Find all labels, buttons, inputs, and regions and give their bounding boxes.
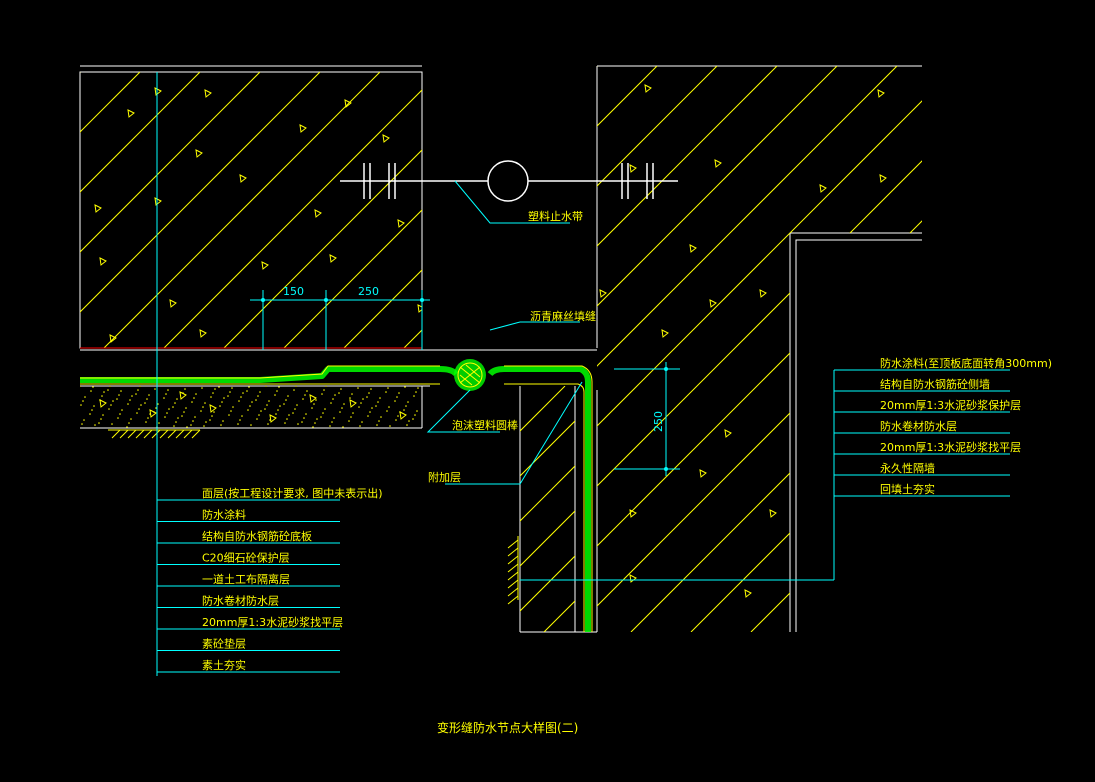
aggregate-mark (699, 469, 707, 478)
right-callout-label: 防水涂料(至顶板底面转角300mm) (880, 356, 1052, 370)
aggregate-mark (261, 261, 269, 270)
membrane-edge-2 (80, 383, 585, 632)
membrane-edge (80, 365, 593, 632)
label-foam-rod: 泡沫塑料圆棒 (452, 418, 518, 432)
slab-aggregate (80, 386, 419, 428)
right-callout-label: 永久性隔墙 (880, 461, 935, 475)
aggregate-mark (195, 149, 203, 158)
soil-hatch (108, 429, 201, 439)
right-callouts: 防水涂料(至顶板底面转角300mm) 结构自防水钢筋砼侧墙 20mm厚1:3水泥砂浆… (834, 356, 1052, 497)
right-wall-section (596, 65, 922, 632)
dimension-250: 250 (358, 285, 379, 298)
right-callout-label: 回填土夯实 (880, 482, 935, 496)
left-callout-label: 一道土工布隔离层 (202, 572, 290, 586)
foam-rod-hatch (459, 364, 481, 386)
left-callout-label: C20细石砼保护层 (202, 551, 290, 565)
aggregate-mark (204, 89, 212, 98)
label-sealant: 沥青麻丝填缝 (530, 309, 596, 323)
left-callout-label: 20mm厚1:3水泥砂浆找平层 (202, 615, 343, 629)
aggregate-mark (879, 174, 887, 183)
aggregate-mark (99, 257, 107, 266)
aggregate-mark (94, 204, 102, 213)
aggregate-mark (599, 289, 607, 298)
right-callout-label: 结构自防水钢筋砼侧墙 (880, 377, 990, 391)
right-wall-hatch (597, 66, 922, 632)
aggregate-mark (299, 124, 307, 133)
left-callout-label: 防水卷材防水层 (202, 594, 279, 608)
aggregate-mark (209, 404, 217, 413)
waterstop (340, 160, 678, 202)
dimension-150: 150 (283, 285, 304, 298)
left-callout-label: 结构自防水钢筋砼底板 (202, 529, 312, 543)
aggregate-mark (644, 84, 652, 93)
dimension-250-vertical: 250 (652, 411, 665, 432)
left-callout-label: 面层(按工程设计要求, 图中未表示出) (202, 486, 383, 500)
bottom-slab-layers (80, 347, 597, 439)
aggregate-mark (239, 174, 247, 183)
left-slab-section (79, 65, 423, 349)
aggregate-mark (709, 299, 717, 308)
aggregate-mark (744, 589, 752, 598)
aggregate-mark (344, 99, 352, 108)
aggregate-mark (199, 329, 207, 338)
aggregate-mark (314, 209, 322, 218)
aggregate-mark (169, 299, 177, 308)
aggregate-mark (661, 329, 669, 338)
right-wall-outline (596, 65, 922, 632)
label-additional-layer: 附加层 (428, 470, 461, 484)
leader-lines (156, 72, 835, 676)
left-slab-outline (79, 71, 423, 349)
right-callout-label: 20mm厚1:3水泥砂浆找平层 (880, 440, 1021, 454)
aggregate-mark (819, 184, 827, 193)
aggregate-mark (397, 219, 405, 228)
right-inner-outline-2 (795, 239, 922, 632)
aggregate-mark (724, 429, 732, 438)
aggregate-mark (154, 87, 162, 96)
foam-rod-outline (457, 362, 483, 388)
aggregate-mark (629, 509, 637, 518)
aggregate-mark (179, 391, 187, 400)
left-slab-hatch (80, 72, 422, 348)
left-callout-label: 素砼垫层 (202, 637, 246, 651)
aggregate-mark (127, 109, 135, 118)
aggregate-mark (149, 409, 157, 418)
right-callout-label: 20mm厚1:3水泥砂浆保护层 (880, 398, 1021, 412)
label-waterstop: 塑料止水带 (528, 209, 583, 223)
aggregate-mark (769, 509, 777, 518)
aggregate-mark (349, 399, 357, 408)
aggregate-mark (759, 289, 767, 298)
lower-left-wall (507, 386, 597, 633)
aggregate-mark (382, 134, 390, 143)
left-callout-label: 素土夯实 (202, 658, 246, 672)
aggregate-mark (269, 414, 277, 423)
foam-rod (454, 359, 486, 391)
lower-wall-hatch (520, 386, 575, 632)
aggregate-mark (309, 394, 317, 403)
aggregate-mark (689, 244, 697, 253)
aggregate-mark (109, 334, 117, 343)
aggregate-mark (154, 197, 162, 206)
lower-wall-outline (519, 386, 576, 632)
aggregate-mark (714, 159, 722, 168)
aggregate-mark (399, 411, 407, 420)
right-callout-label: 防水卷材防水层 (880, 419, 957, 433)
drawing-title: 变形缝防水节点大样图(二) (437, 720, 578, 735)
aggregate-mark (877, 89, 885, 98)
aggregate-mark (629, 164, 637, 173)
aggregate-mark (417, 304, 422, 313)
aggregate-mark (329, 254, 337, 263)
left-callout-label: 防水涂料 (202, 508, 246, 522)
waterstop-bulb (487, 160, 529, 202)
side-soil-hatch (507, 536, 519, 605)
aggregate-mark (629, 574, 637, 583)
aggregate-mark (99, 399, 107, 408)
waterstop-ribs (363, 163, 654, 199)
dimension-ticks (261, 298, 668, 471)
